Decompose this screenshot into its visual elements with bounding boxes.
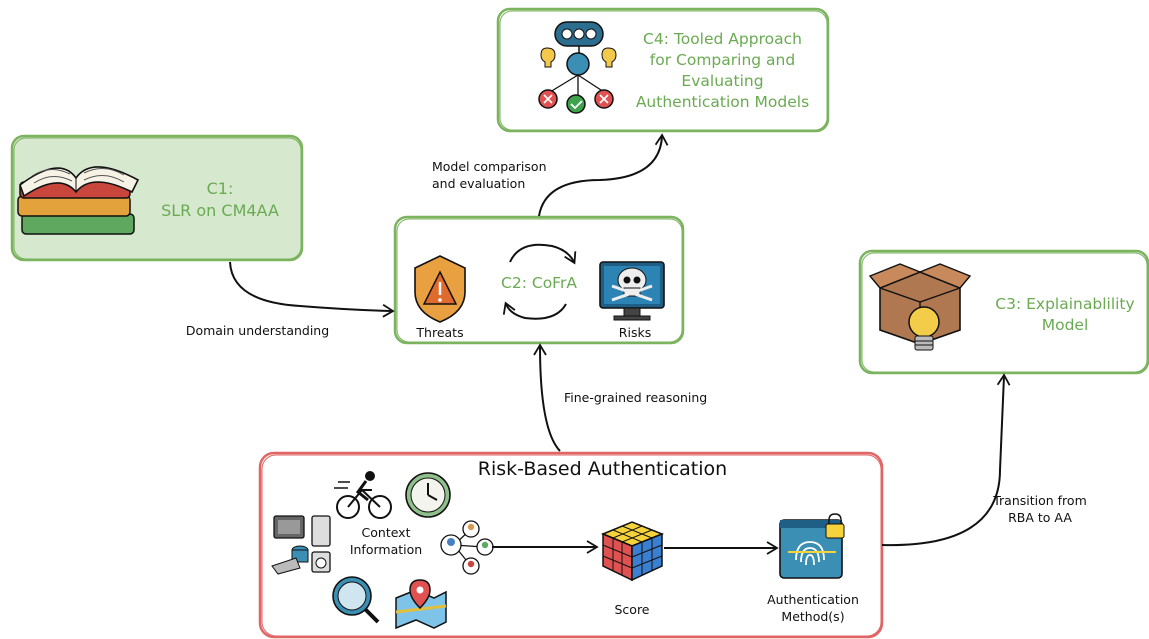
c3-title-line1: C3: Explainablility <box>995 295 1135 313</box>
devices-icon <box>271 515 331 575</box>
c4-title: C4: Tooled Approach for Comparing and Ev… <box>620 29 825 113</box>
users-network-icon <box>440 520 494 575</box>
rubiks-cube-icon <box>601 521 665 582</box>
c2-title: C2: CoFrA <box>501 274 577 292</box>
edge-model-label: Model comparison and evaluation <box>432 158 572 192</box>
risk-skull-monitor-icon <box>599 261 665 321</box>
books-icon <box>17 166 140 235</box>
c4-title-line4: Authentication Models <box>635 93 810 111</box>
rba-context-label: Context Information <box>336 524 436 558</box>
c1-title-line1: C1: <box>206 179 234 198</box>
edge-model-line1: Model comparison <box>432 159 547 174</box>
fingerprint-lock-icon <box>779 513 845 579</box>
clock-icon <box>405 472 451 518</box>
edge-transition-line2: RBA to AA <box>1008 510 1072 525</box>
c4-title-line3: Evaluating <box>681 72 764 90</box>
edge-domain-arrow <box>229 261 395 318</box>
rba-context-line2: Information <box>349 542 423 557</box>
cyclist-icon <box>334 471 392 519</box>
edge-transition-label: Transition from RBA to AA <box>980 492 1100 526</box>
rba-score-label: Score <box>614 602 650 617</box>
edge-fine-arrow <box>533 343 561 452</box>
cycle-arrows-icon <box>502 243 577 320</box>
evaluation-tree-icon <box>538 21 617 114</box>
box-lightbulb-icon <box>868 263 972 351</box>
map-pin-icon <box>395 579 447 630</box>
c2-risks-label: Risks <box>618 325 652 340</box>
edge-model-arrow <box>538 133 669 217</box>
c1-title-line2: SLR on CM4AA <box>161 201 279 220</box>
edge-transition-line1: Transition from <box>993 493 1087 508</box>
c1-title: C1: SLR on CM4AA <box>145 178 295 222</box>
c3-title: C3: Explainablility Model <box>985 294 1145 336</box>
c3-title-line2: Model <box>1041 316 1089 334</box>
rba-auth-line2: Method(s) <box>781 609 845 624</box>
threat-shield-icon <box>414 255 466 323</box>
rba-title: Risk-Based Authentication <box>477 458 728 480</box>
c2-threats-label: Threats <box>416 325 464 340</box>
rba-context-line1: Context <box>361 525 411 540</box>
c4-title-line1: C4: Tooled Approach <box>643 30 802 48</box>
edge-model-line2: and evaluation <box>432 176 526 191</box>
rba-auth-line1: Authentication <box>767 592 859 607</box>
rba-auth-label: Authentication Method(s) <box>758 591 868 625</box>
c2-box <box>393 215 685 345</box>
c4-title-line2: for Comparing and <box>649 51 796 69</box>
edge-transition-arrow <box>881 373 1011 547</box>
edge-fine-label: Fine-grained reasoning <box>564 390 708 405</box>
www-search-icon <box>332 576 380 624</box>
edge-domain-label: Domain understanding <box>185 323 330 338</box>
